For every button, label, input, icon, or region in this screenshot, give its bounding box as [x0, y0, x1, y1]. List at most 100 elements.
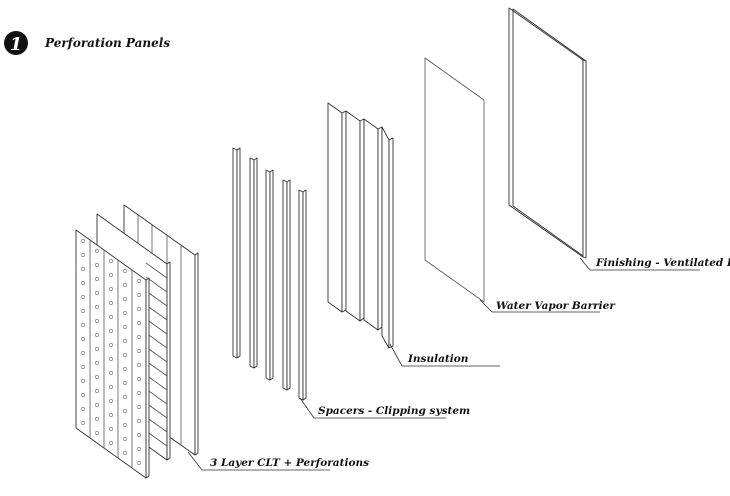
- perforation-hole: [123, 352, 127, 358]
- perforation-hole: [123, 282, 127, 288]
- perforation-hole: [109, 384, 113, 390]
- perforation-hole: [95, 430, 99, 436]
- perforation-hole: [81, 406, 85, 412]
- insulation-panel: Insulation: [327, 102, 500, 367]
- perforation-hole: [81, 280, 85, 286]
- middle-layer-board-line: [145, 374, 168, 391]
- perforation-hole: [95, 332, 99, 338]
- clt-perforated-panel: 3 Layer CLT + Perforations: [75, 204, 369, 479]
- perforation-hole: [81, 336, 85, 342]
- perforation-hole: [81, 252, 85, 258]
- perforation-hole: [109, 300, 113, 306]
- perforation-hole: [95, 402, 99, 408]
- middle-layer-board-line: [145, 388, 168, 405]
- finishing-ventilated-facade-label: Finishing - Ventilated Facade: [595, 257, 730, 269]
- perforation-hole: [137, 320, 141, 326]
- middle-layer-board-line: [145, 318, 168, 335]
- perforation-hole: [109, 314, 113, 320]
- perforation-hole: [81, 364, 85, 370]
- step-badge-number: 1: [10, 34, 23, 55]
- perforation-hole: [123, 450, 127, 456]
- perforation-hole: [123, 324, 127, 330]
- middle-layer-board-line: [145, 290, 168, 307]
- perforation-hole: [123, 338, 127, 344]
- perforation-hole: [95, 318, 99, 324]
- middle-layer-board-line: [145, 304, 168, 321]
- middle-layer-board-line: [145, 346, 168, 363]
- perforation-hole: [123, 366, 127, 372]
- middle-layer-board-line: [145, 402, 168, 419]
- perforation-hole: [81, 392, 85, 398]
- perforation-hole: [95, 374, 99, 380]
- perforation-hole: [137, 432, 141, 438]
- perforation-hole: [123, 268, 127, 274]
- spacers-clipping-system: Spacers - Clipping system: [232, 147, 470, 419]
- perforation-hole: [137, 334, 141, 340]
- perforation-holes: [81, 238, 141, 466]
- perforation-hole: [137, 460, 141, 466]
- perforation-hole: [81, 238, 85, 244]
- finishing-ventilated-facade-panel: Finishing - Ventilated Facade: [508, 7, 730, 271]
- perforation-hole: [137, 376, 141, 382]
- perforation-hole: [137, 306, 141, 312]
- perforation-hole: [109, 370, 113, 376]
- perforation-hole: [95, 388, 99, 394]
- perforation-hole: [95, 262, 99, 268]
- perforation-hole: [123, 310, 127, 316]
- perforation-hole: [109, 258, 113, 264]
- middle-layer-board-line: [145, 262, 168, 279]
- perforation-hole: [95, 304, 99, 310]
- middle-layer-board-line: [145, 360, 168, 377]
- perforation-hole: [81, 322, 85, 328]
- middle-layer-board-line: [145, 276, 168, 293]
- water-vapor-barrier-label: Water Vapor Barrier: [496, 300, 616, 312]
- perforation-hole: [109, 398, 113, 404]
- perforation-hole: [137, 348, 141, 354]
- perforation-hole: [109, 356, 113, 362]
- finishing-leader-line: [579, 257, 700, 271]
- perforation-hole: [137, 404, 141, 410]
- perforation-hole: [137, 292, 141, 298]
- perforation-hole: [123, 422, 127, 428]
- insulation-label: Insulation: [407, 353, 468, 365]
- perforation-hole: [137, 418, 141, 424]
- middle-layer-board-lines: [145, 262, 168, 447]
- perforation-hole: [95, 276, 99, 282]
- clt-leader-line: [187, 451, 330, 471]
- perforation-hole: [123, 408, 127, 414]
- perforation-hole: [123, 296, 127, 302]
- perforation-hole: [81, 266, 85, 272]
- perforation-hole: [109, 342, 113, 348]
- step-badge: [4, 31, 28, 55]
- insulation-leader-line: [389, 343, 500, 367]
- perforation-hole: [137, 390, 141, 396]
- clt-perforations-label: 3 Layer CLT + Perforations: [210, 457, 369, 469]
- middle-layer-board-line: [145, 416, 168, 433]
- perforation-hole: [137, 446, 141, 452]
- water-vapor-leader-line: [479, 299, 600, 313]
- perforation-hole: [123, 380, 127, 386]
- perforation-hole: [95, 290, 99, 296]
- spacers-clipping-system-label: Spacers - Clipping system: [318, 405, 470, 417]
- perforation-hole: [109, 328, 113, 334]
- perforation-hole: [81, 294, 85, 300]
- perforation-hole: [81, 350, 85, 356]
- perforation-hole: [109, 440, 113, 446]
- perforation-hole: [123, 436, 127, 442]
- perforation-hole: [95, 248, 99, 254]
- perforation-hole: [81, 308, 85, 314]
- perforation-hole: [109, 272, 113, 278]
- perforation-hole: [109, 286, 113, 292]
- perforation-hole: [95, 416, 99, 422]
- perforation-hole: [123, 394, 127, 400]
- header: 1 Perforation Panels: [4, 31, 170, 55]
- perforation-hole: [81, 378, 85, 384]
- perforation-hole: [137, 362, 141, 368]
- perforation-hole: [95, 360, 99, 366]
- perforation-hole: [81, 420, 85, 426]
- spacers-leader-line: [299, 397, 446, 419]
- middle-layer-board-line: [145, 430, 168, 447]
- diagram-title: Perforation Panels: [44, 36, 170, 50]
